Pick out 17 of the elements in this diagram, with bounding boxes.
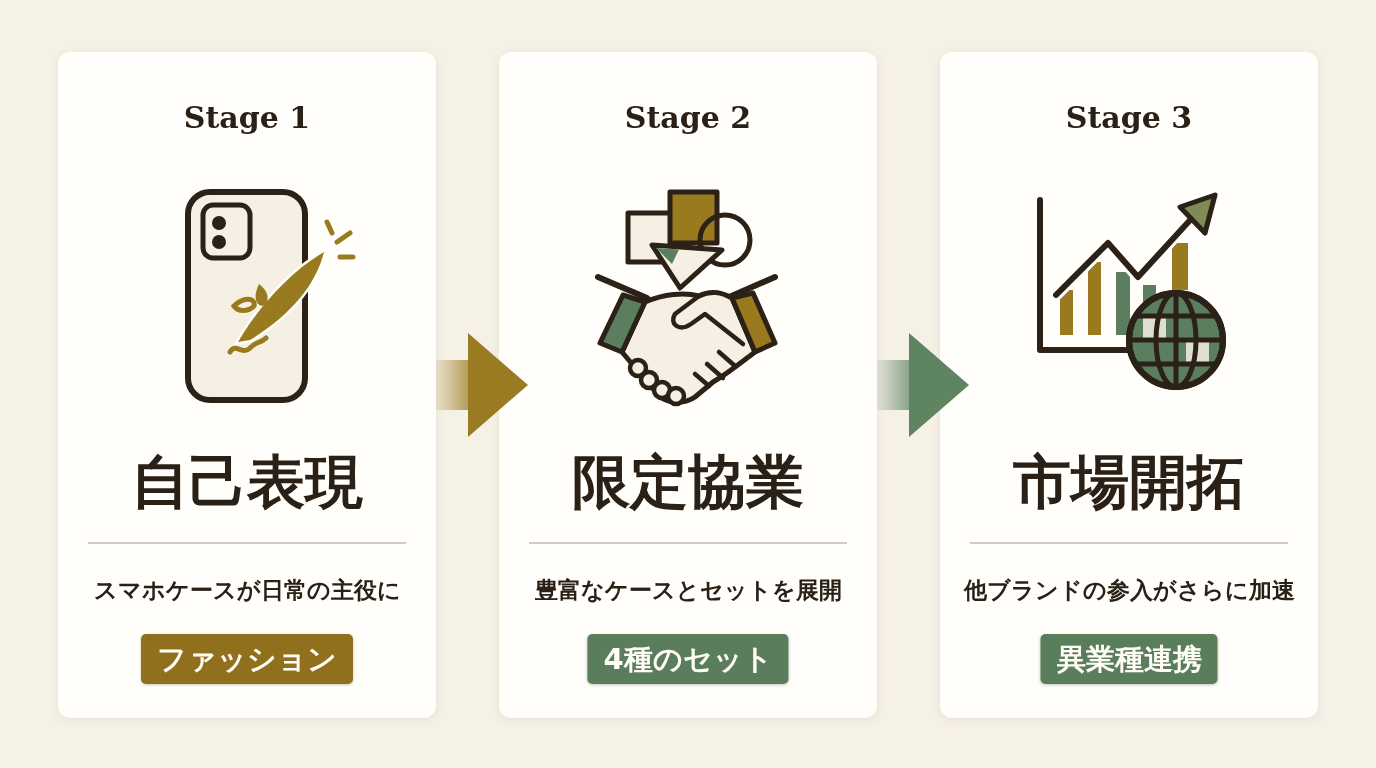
stage-description: スマホケースが日常の主役に <box>93 576 401 605</box>
stage-title: 自己表現 <box>131 447 363 517</box>
stage-card <box>499 52 877 718</box>
arrow <box>877 333 969 437</box>
stage-heading: Stage 3 <box>1065 99 1193 137</box>
stage-title: 限定協業 <box>572 447 804 517</box>
stage-description: 豊富なケースとセットを展開 <box>534 576 842 605</box>
stage-heading: Stage 2 <box>624 99 752 137</box>
stage-card <box>58 52 436 718</box>
stage-title: 市場開拓 <box>1013 447 1245 517</box>
arrow <box>436 333 528 437</box>
stage-description: 他ブランドの参入がさらに加速 <box>963 576 1295 605</box>
category-tag: 4種のセット <box>587 634 789 684</box>
category-tag: 異業種連携 <box>1040 634 1218 684</box>
stage-heading: Stage 1 <box>183 99 311 137</box>
stage-card <box>940 52 1318 718</box>
category-tag: ファッション <box>141 634 353 684</box>
